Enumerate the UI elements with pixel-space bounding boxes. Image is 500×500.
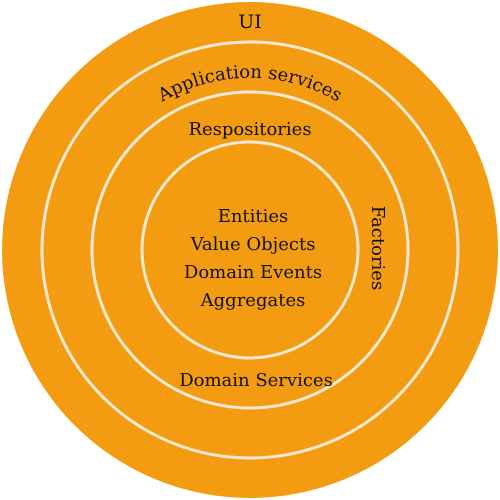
factories-label: Factories xyxy=(367,206,388,290)
core-item: Entities xyxy=(218,206,289,227)
core-item: Domain Events xyxy=(184,262,322,283)
application-ring xyxy=(40,40,460,460)
core-ring xyxy=(140,140,360,360)
core-item: Value Objects xyxy=(190,234,316,255)
ui-label: UI xyxy=(238,11,262,33)
core-item: Aggregates xyxy=(200,290,306,311)
domain-services-label: Domain Services xyxy=(179,370,333,391)
repositories-ring xyxy=(90,90,410,410)
repositories-label: Respositories xyxy=(188,119,311,140)
